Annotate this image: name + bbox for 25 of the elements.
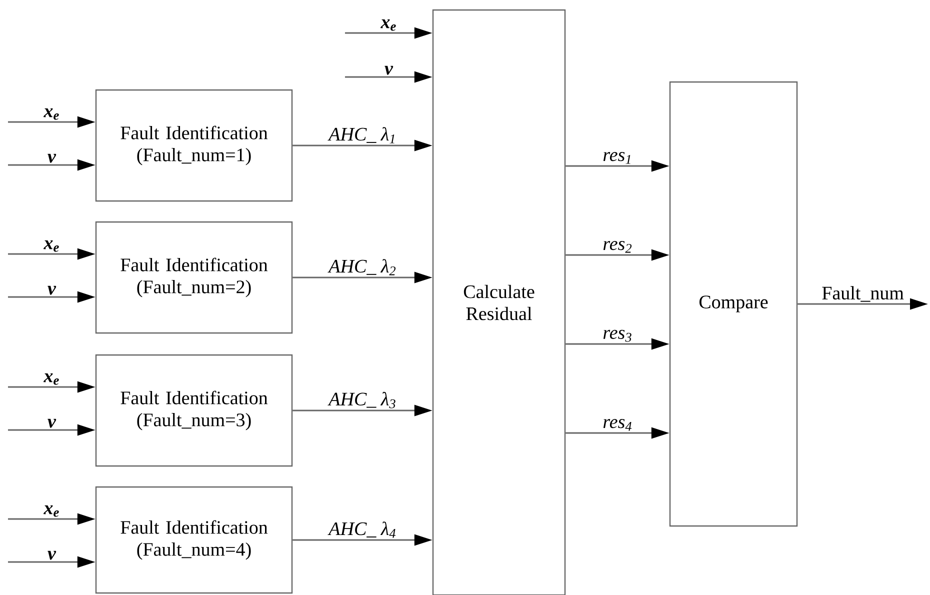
edge-label: v xyxy=(383,64,394,76)
process-box: Fault Identification (Fault_num=1) xyxy=(95,89,293,202)
process-box: Compare xyxy=(669,81,798,527)
edge-label: AHC_ λ$_{3}$ xyxy=(328,390,398,410)
edge-label: v xyxy=(46,418,57,429)
edge-label: v xyxy=(46,152,57,164)
edge-label: v xyxy=(46,284,57,296)
edge-label: res$_{4}$ xyxy=(602,418,634,432)
process-box: Calculate Residual xyxy=(432,9,566,595)
edge-label: res$_{2}$ xyxy=(602,240,634,254)
edge-label: x$_{e}$ xyxy=(42,239,61,253)
edge-label: res$_{1}$ xyxy=(602,151,634,165)
edge-label: AHC_ λ$_{4}$ xyxy=(328,520,398,539)
edge-label: x$_{e}$ xyxy=(42,504,61,518)
edge-label: Fault_num xyxy=(820,285,905,303)
process-box: Fault Identification (Fault_num=2) xyxy=(95,221,293,334)
edge-label: AHC_ λ$_{1}$ xyxy=(328,126,398,144)
edge-label: x$_{e}$ xyxy=(380,18,398,32)
edge-label: res$_{3}$ xyxy=(602,328,634,343)
edge-label: v xyxy=(46,550,57,561)
process-box: Fault Identification (Fault_num=4) xyxy=(95,486,293,594)
edge-label: AHC_ λ$_{2}$ xyxy=(328,258,398,276)
edge-label: x$_{e}$ xyxy=(42,372,61,386)
edge-label: x$_{e}$ xyxy=(42,107,61,121)
process-box: Fault Identification (Fault_num=3) xyxy=(95,354,293,467)
